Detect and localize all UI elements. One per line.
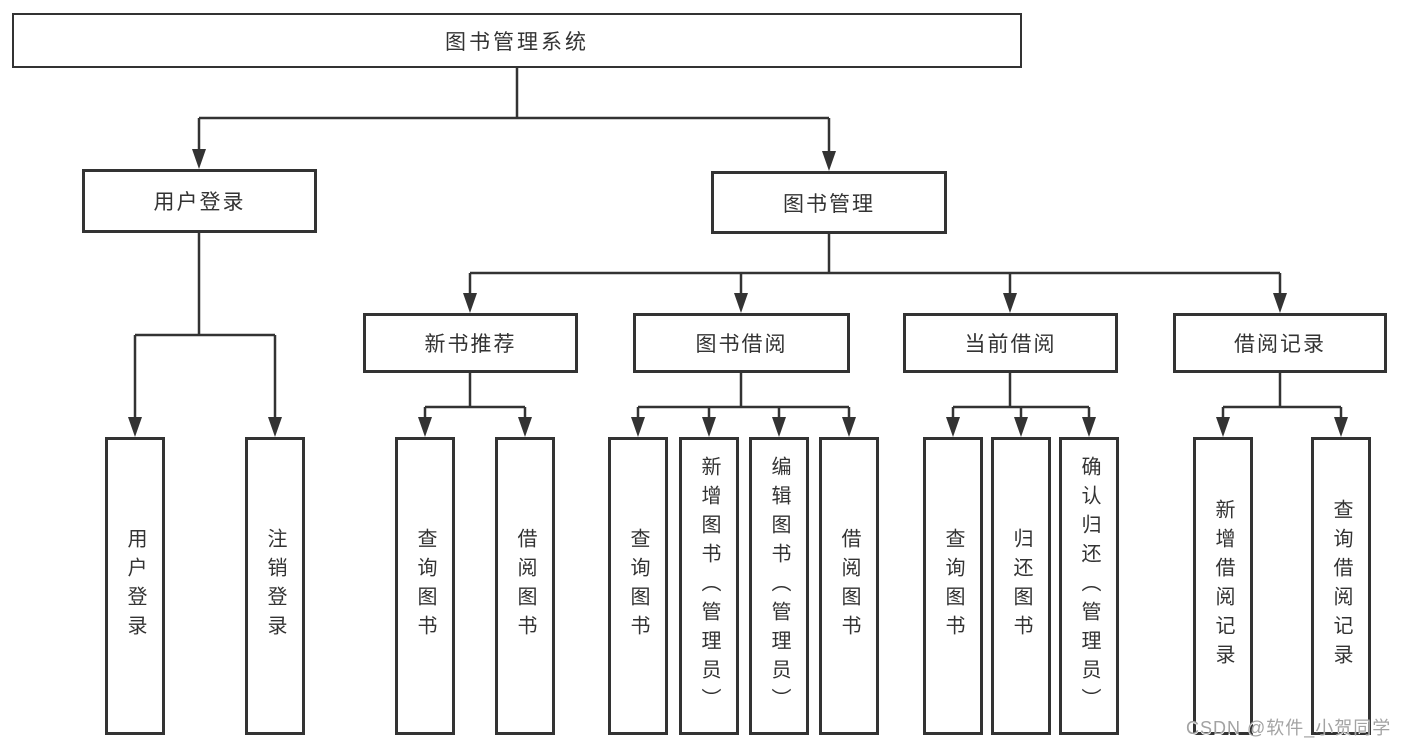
leaf-borrow-books: 借阅图书 (819, 437, 879, 735)
arrow-down-icon (268, 417, 282, 437)
leaf-query-books-newbook: 查询图书 (395, 437, 455, 735)
leaf-label: 编辑图书（管理员） (768, 455, 790, 717)
leaf-edit-books-admin: 编辑图书（管理员） (749, 437, 809, 735)
connector-book-mgmt-children (468, 234, 1282, 298)
leaf-label: 注销登录 (264, 528, 286, 644)
arrow-down-icon (702, 417, 716, 437)
leaf-query-borrow-record: 查询借阅记录 (1311, 437, 1371, 735)
leaf-query-books-current: 查询图书 (923, 437, 983, 735)
node-current-borrow-label: 当前借阅 (964, 333, 1057, 356)
arrow-down-icon (842, 417, 856, 437)
arrow-down-icon (128, 417, 142, 437)
leaf-logout: 注销登录 (245, 437, 305, 735)
leaf-confirm-return-admin: 确认归还（管理员） (1059, 437, 1119, 735)
leaf-label: 查询图书 (627, 528, 649, 644)
arrow-down-icon (1082, 417, 1096, 437)
leaf-borrow-books-newbook: 借阅图书 (495, 437, 555, 735)
leaf-label: 借阅图书 (838, 528, 860, 644)
leaf-add-books-admin: 新增图书（管理员） (679, 437, 739, 735)
node-book-borrow: 图书借阅 (633, 313, 850, 373)
leaf-user-login: 用户登录 (105, 437, 165, 735)
connector-user-login-children (133, 232, 277, 422)
watermark-text: CSDN @软件_小贺同学 (1186, 718, 1392, 738)
connector-current-borrow-children (951, 373, 1091, 422)
node-user-login: 用户登录 (82, 169, 317, 233)
node-book-mgmt-label: 图书管理 (783, 192, 875, 216)
node-new-book-label: 新书推荐 (424, 333, 517, 356)
connector-borrow-record-children (1221, 373, 1343, 422)
arrow-down-icon (772, 417, 786, 437)
node-new-book-recommend: 新书推荐 (363, 313, 578, 373)
leaf-label: 用户登录 (124, 528, 146, 644)
arrow-down-icon (734, 293, 748, 313)
leaf-return-books: 归还图书 (991, 437, 1051, 735)
leaf-query-books-borrow: 查询图书 (608, 437, 668, 735)
leaf-label: 确认归还（管理员） (1078, 455, 1100, 717)
leaf-label: 借阅图书 (514, 528, 536, 644)
arrow-down-icon (1334, 417, 1348, 437)
leaf-label: 查询借阅记录 (1330, 499, 1352, 673)
connector-root-to-level1 (197, 68, 831, 156)
node-root: 图书管理系统 (12, 13, 1022, 68)
node-current-borrow: 当前借阅 (903, 313, 1118, 373)
leaf-label: 新增借阅记录 (1212, 499, 1234, 673)
arrow-down-icon (1216, 417, 1230, 437)
leaf-add-borrow-record: 新增借阅记录 (1193, 437, 1253, 735)
leaf-label: 新增图书（管理员） (698, 455, 720, 717)
connector-book-borrow-children (636, 373, 851, 422)
connector-new-book-children (423, 373, 527, 422)
leaf-label: 归还图书 (1010, 528, 1032, 644)
node-borrow-record: 借阅记录 (1173, 313, 1387, 373)
arrow-down-icon (946, 417, 960, 437)
leaf-label: 查询图书 (414, 528, 436, 644)
node-book-mgmt: 图书管理 (711, 171, 947, 234)
arrow-down-icon (1014, 417, 1028, 437)
arrow-down-icon (518, 417, 532, 437)
arrow-down-icon (1273, 293, 1287, 313)
arrowheads (128, 149, 1348, 437)
node-borrow-record-label: 借阅记录 (1234, 333, 1326, 356)
node-book-borrow-label: 图书借阅 (695, 333, 788, 356)
arrow-down-icon (418, 417, 432, 437)
node-user-login-label: 用户登录 (153, 191, 246, 214)
node-root-label: 图书管理系统 (445, 30, 589, 54)
arrow-down-icon (1003, 293, 1017, 313)
arrow-down-icon (192, 149, 206, 169)
arrow-down-icon (631, 417, 645, 437)
arrow-down-icon (463, 293, 477, 313)
arrow-down-icon (822, 151, 836, 171)
leaf-label: 查询图书 (942, 528, 964, 644)
